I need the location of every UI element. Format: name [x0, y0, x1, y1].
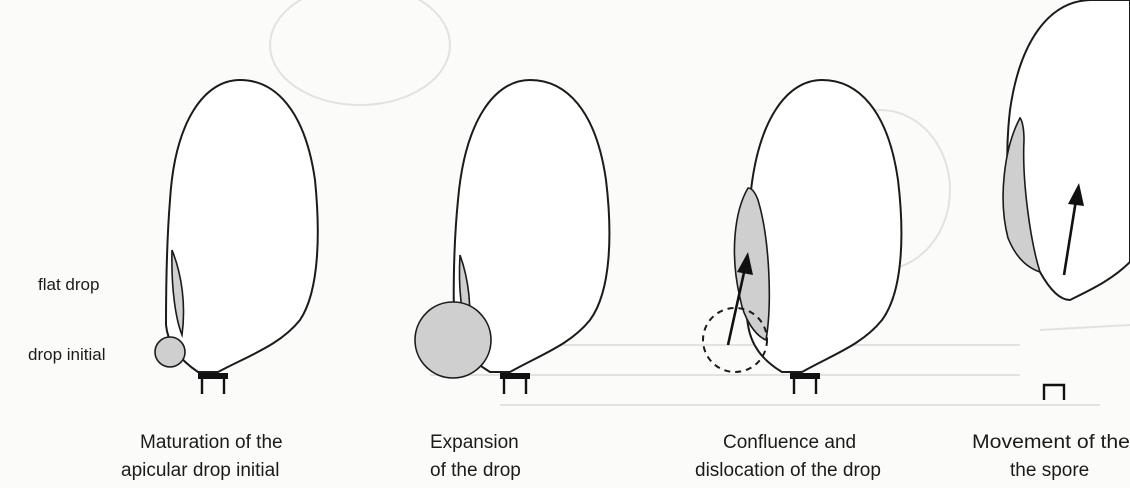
sterigma-2 [504, 379, 526, 394]
stage-1-spore [155, 80, 318, 394]
hilum-1 [198, 373, 228, 379]
hilum-3 [790, 373, 820, 379]
stage-4-spore [1003, 0, 1130, 400]
drop-initial-1 [155, 337, 185, 367]
background-bleed-through [270, 0, 1130, 405]
stage-3-caption-line1: Confluence and [723, 432, 856, 453]
spore-outline-3 [746, 80, 901, 372]
stage-4-caption-line1: Movement of the [972, 432, 1130, 453]
stage-2-caption-line2: of the drop [430, 460, 521, 481]
stage-3-spore [703, 80, 901, 394]
sterigma-3 [794, 379, 816, 394]
sterigma-1 [202, 379, 224, 394]
stage-1-caption-line2: apicular drop initial [121, 460, 279, 481]
flat-drop-label: flat drop [38, 275, 99, 294]
sterigma-4 [1044, 385, 1064, 400]
stage-3-caption-line2: dislocation of the drop [695, 460, 881, 481]
stage-1-caption-line1: Maturation of the [140, 432, 283, 453]
stage-4-caption-line2: the spore [1010, 460, 1089, 481]
expanded-drop-2 [415, 302, 491, 378]
spore-outline-1 [166, 80, 318, 372]
stage-2-spore [415, 80, 609, 394]
stage-2-caption-line1: Expansion [430, 432, 519, 453]
drop-initial-label: drop initial [28, 345, 106, 364]
hilum-2 [500, 373, 530, 379]
